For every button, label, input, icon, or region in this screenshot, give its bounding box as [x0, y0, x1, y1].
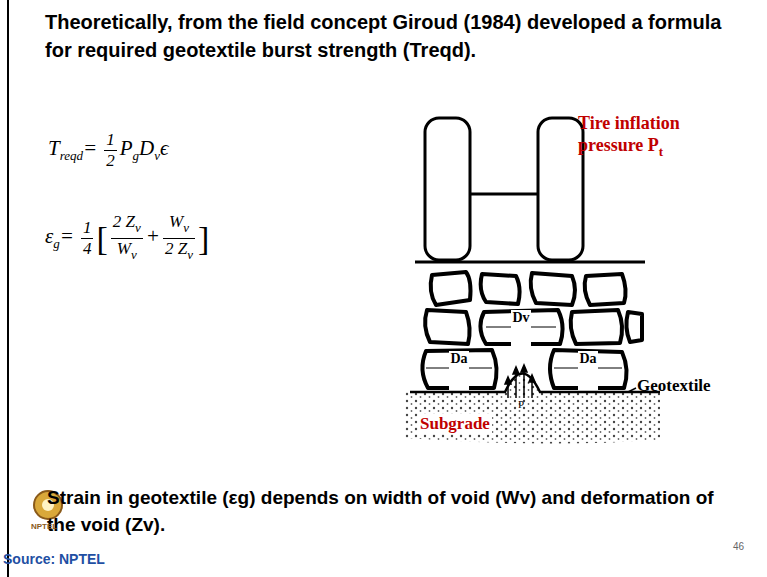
- leader-line: [628, 388, 636, 392]
- geotextile-label: Geotextile: [637, 376, 711, 396]
- math-symbol: 4: [83, 239, 92, 258]
- math-symbol: ϵ: [160, 136, 168, 160]
- bottom-note: Strain in geotextile (εg) depends on wid…: [47, 484, 747, 538]
- fraction-denominator: Wv: [111, 239, 143, 265]
- pressure-arrows: [505, 365, 535, 398]
- fraction-denominator: 2 Zv: [163, 239, 195, 265]
- tire-pressure-label: Tire inflation pressure Pt: [578, 112, 728, 163]
- math-symbol: v: [187, 247, 193, 262]
- fraction-numerator: Wv: [163, 212, 195, 239]
- math-symbol: +: [146, 224, 160, 248]
- label-text: Tire inflation pressure P: [578, 113, 680, 155]
- fraction-denominator: 2: [104, 151, 117, 171]
- math-symbol: 2: [106, 151, 115, 170]
- math-bracket: [: [96, 220, 107, 257]
- math-symbol: W: [169, 212, 183, 231]
- aggregate-stones: [425, 272, 642, 344]
- dimension-label: Da: [449, 351, 468, 390]
- math-subscript: reqd: [60, 148, 83, 163]
- math-bracket: ]: [198, 220, 209, 257]
- math-symbol: D: [139, 136, 154, 160]
- math-symbol: 2 Z: [113, 212, 135, 231]
- strain-formula: εg=14[2 ZvWv+Wv2 Zv]: [45, 212, 209, 265]
- aggregate-stone: Dv: [478, 308, 564, 346]
- math-symbol: P: [120, 136, 133, 160]
- dimension-label: Da: [578, 351, 597, 390]
- math-fraction: Wv2 Zv: [163, 212, 195, 265]
- math-symbol: v: [183, 220, 189, 235]
- subgrade-label: Subgrade: [418, 414, 492, 434]
- math-subscript: g: [53, 236, 60, 251]
- math-symbol: ε: [45, 224, 53, 248]
- aggregate-stone: Da: [420, 348, 498, 390]
- slide-border: [7, 0, 9, 577]
- source-note: Source: NPTEL: [3, 551, 105, 567]
- fraction-denominator: 4: [81, 239, 94, 259]
- math-subscript: v: [154, 148, 160, 163]
- math-symbol: 1: [106, 130, 115, 149]
- logo-text: NPTEL: [31, 522, 57, 531]
- subgrade-soil: [405, 374, 660, 444]
- math-fraction: 2 ZvWv: [111, 212, 143, 265]
- slide-title: Theoretically, from the field concept Gi…: [45, 8, 745, 64]
- aggregate-stone: Da: [548, 348, 628, 390]
- burst-strength-formula: Treqd=12PgDvϵ: [48, 130, 168, 171]
- label-subscript: t: [659, 144, 663, 159]
- pressure-symbol: P: [518, 398, 524, 410]
- math-symbol: 2 Z: [165, 239, 187, 258]
- math-symbol: v: [131, 247, 137, 262]
- math-symbol: =: [60, 224, 74, 248]
- math-symbol: 1: [83, 218, 92, 237]
- math-symbol: T: [48, 136, 60, 160]
- page-number: 46: [733, 541, 744, 552]
- dimension-label: Dv: [511, 310, 530, 346]
- math-symbol: =: [83, 136, 97, 160]
- math-subscript: g: [133, 148, 140, 163]
- fraction-numerator: 2 Zv: [111, 212, 143, 239]
- math-symbol: v: [135, 220, 141, 235]
- fraction-numerator: 1: [104, 130, 117, 151]
- math-fraction: 14: [81, 218, 94, 259]
- math-symbol: W: [117, 239, 131, 258]
- fraction-numerator: 1: [81, 218, 94, 239]
- math-fraction: 12: [104, 130, 117, 171]
